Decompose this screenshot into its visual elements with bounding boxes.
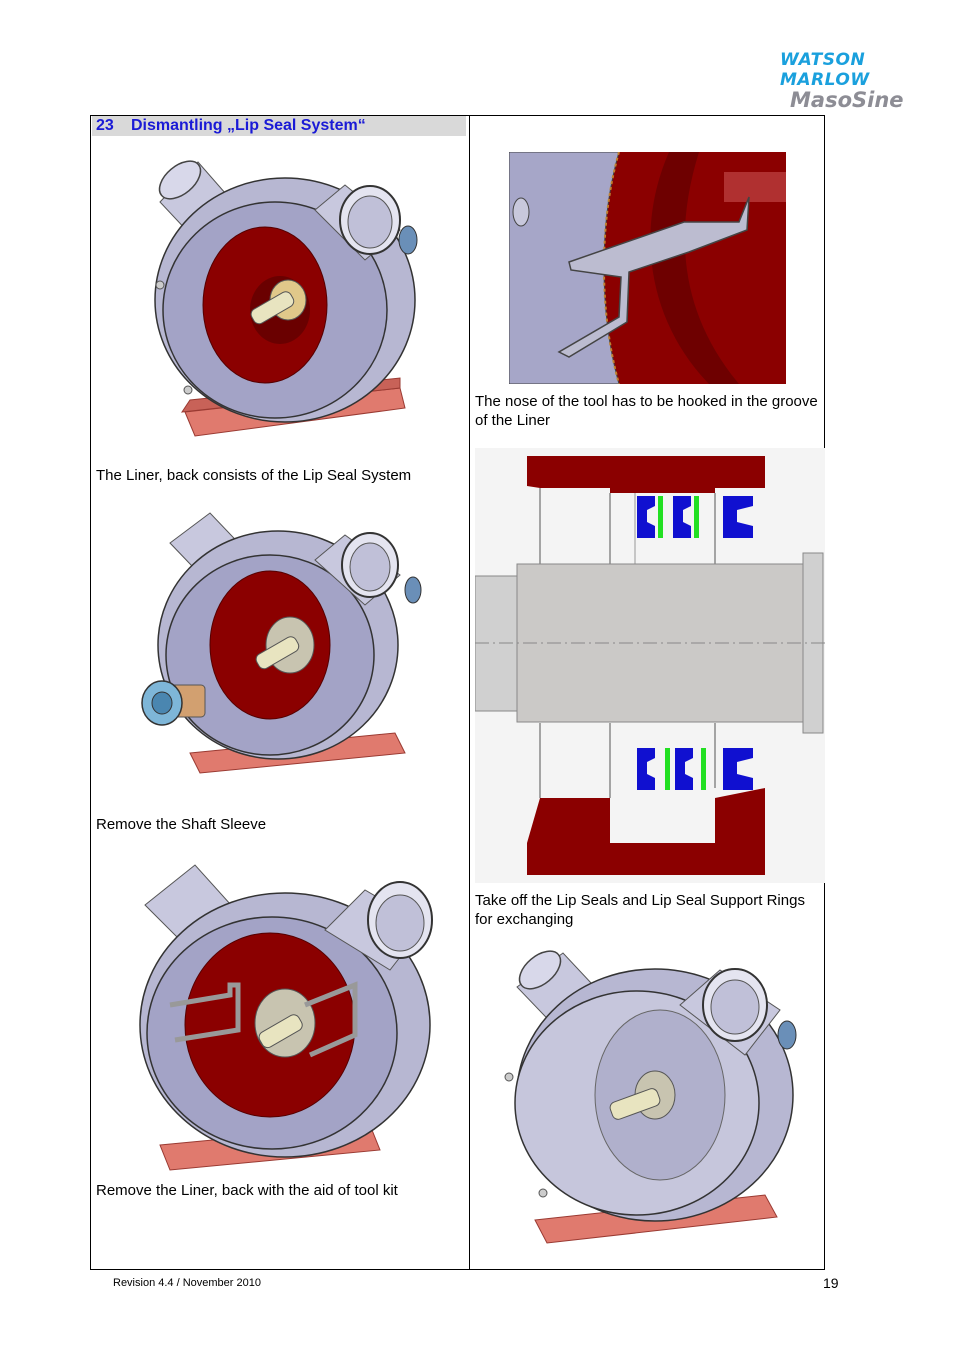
tool-nose-figure: [509, 152, 786, 384]
section-number: 23: [96, 117, 114, 134]
logo-line-2: MARLOW: [780, 70, 870, 90]
section-title: Dismantling „Lip Seal System“: [131, 117, 366, 134]
footer-revision: Revision 4.4 / November 2010: [113, 1277, 261, 1289]
caption-shaft-sleeve: Remove the Shaft Sleeve: [96, 816, 267, 833]
section-heading: 23 Dismantling „Lip Seal System“: [92, 116, 466, 136]
caption-liner-back: The Liner, back consists of the Lip Seal…: [96, 467, 412, 484]
empty-housing-figure: [504, 950, 797, 1244]
pump-housing-liner-figure: [154, 160, 418, 437]
shaft-sleeve-figure: [141, 512, 422, 774]
caption-lip-seals: Take off the Lip Seals and Lip Seal Supp…: [475, 892, 805, 928]
tool-kit-figure: [139, 864, 433, 1171]
column-divider: [469, 115, 470, 1270]
page-number: 19: [823, 1275, 839, 1291]
caption-tool-kit: Remove the Liner, back with the aid of t…: [96, 1182, 398, 1199]
watson-marlow-logo: WATSON MARLOW MasoSine: [776, 50, 906, 112]
caption-tool-nose: The nose of the tool has to be hooked in…: [475, 393, 818, 429]
lip-seal-section-figure: [475, 448, 825, 883]
logo-line-3: MasoSine: [790, 88, 904, 112]
logo-line-1: WATSON: [780, 50, 866, 70]
